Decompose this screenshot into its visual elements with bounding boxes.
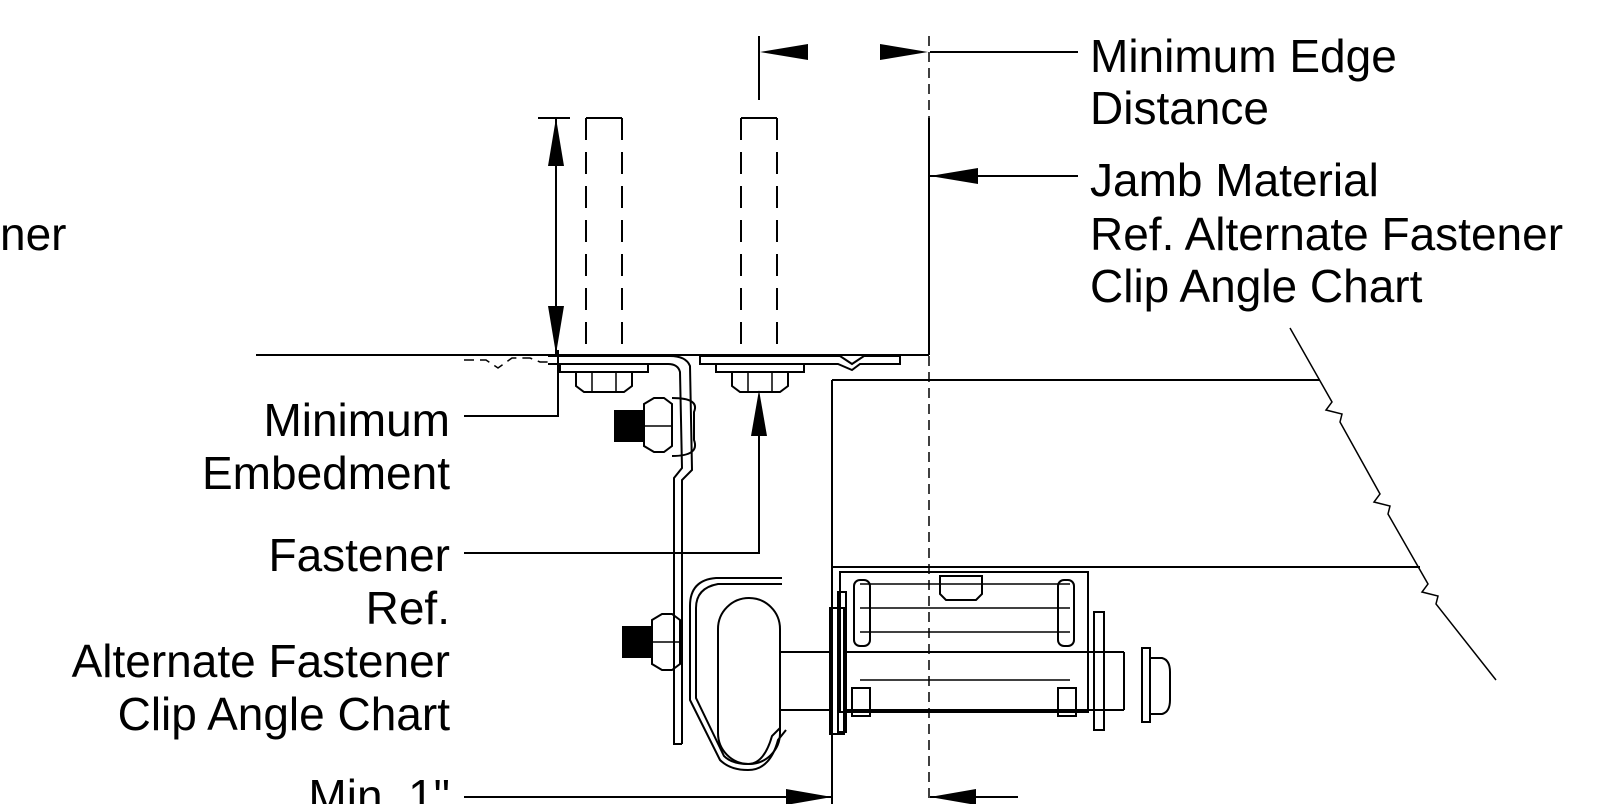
arrowhead [760, 44, 808, 60]
svg-text:Ref.: Ref. [366, 582, 450, 634]
svg-text:Minimum Edge: Minimum Edge [1090, 30, 1397, 82]
top-nuts [559, 363, 805, 393]
svg-text:Distance: Distance [1090, 82, 1269, 134]
washer [559, 363, 649, 373]
arrowheads [548, 44, 978, 804]
svg-text:Clip Angle Chart: Clip Angle Chart [1090, 260, 1423, 312]
upper-bolt [614, 397, 696, 457]
arrowhead [930, 789, 976, 804]
fastener-shanks [585, 117, 778, 355]
break-line [1289, 327, 1497, 681]
svg-text:Alternate Fastener: Alternate Fastener [72, 635, 450, 687]
arrowhead [880, 44, 928, 60]
arrowhead [786, 789, 832, 804]
lower-bolt [622, 613, 681, 671]
svg-text:Minimum: Minimum [263, 394, 450, 446]
svg-text:Fastener: Fastener [268, 529, 450, 581]
arrowhead [751, 390, 767, 436]
svg-text:Jamb Material: Jamb Material [1090, 154, 1379, 206]
track-carrier [839, 571, 1089, 717]
track-nut [939, 575, 983, 601]
svg-text:Ref. Alternate Fastener: Ref. Alternate Fastener [1090, 208, 1563, 260]
mounting-bracket [464, 355, 901, 745]
jamb-material-label: Jamb Material Ref. Alternate Fastener Cl… [1090, 154, 1563, 312]
svg-text:Clip Angle Chart: Clip Angle Chart [118, 688, 451, 740]
min-bottom-label: Min. 1" [308, 770, 450, 804]
arrowhead [930, 168, 978, 184]
axle [779, 591, 1171, 735]
svg-text:Embedment: Embedment [202, 447, 450, 499]
minimum-embedment-label: Minimum Embedment [202, 394, 450, 499]
jamb-material [256, 118, 930, 356]
door-panel [831, 327, 1497, 681]
cut-off-label: ner [0, 208, 66, 260]
nut [731, 371, 789, 393]
fastener-label: Fastener Ref. Alternate Fastener Clip An… [72, 529, 451, 740]
minimum-edge-distance-label: Minimum Edge Distance [1090, 30, 1397, 134]
hook-clip [689, 577, 787, 772]
nut [575, 371, 633, 393]
washer [715, 363, 805, 373]
